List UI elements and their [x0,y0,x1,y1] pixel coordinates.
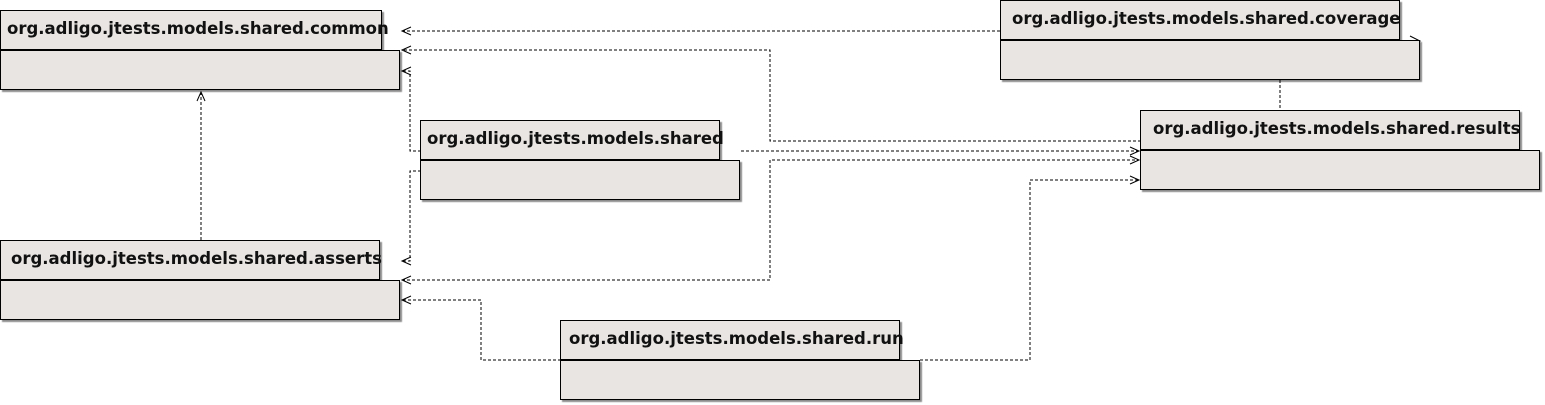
dependency-shared-to-common [402,70,421,152]
arrowhead-icon [400,45,412,55]
arrowhead-icon [400,295,412,305]
dependency-shared-to-asserts [402,170,421,262]
dependency-run-to-asserts [402,299,561,361]
arrowhead-icon [1129,146,1141,156]
dependency-results-to-common [402,49,1141,142]
package-results-body [1140,150,1540,190]
package-results-name: org.adligo.jtests.models.shared.results [1153,118,1521,138]
package-run-body [560,360,920,400]
package-coverage[interactable]: org.adligo.jtests.models.shared.coverage [1000,0,1420,80]
arrowhead-icon [1129,175,1141,185]
arrowhead-icon [400,26,412,36]
package-run-tab: org.adligo.jtests.models.shared.run [560,320,904,360]
package-asserts-body [0,280,400,320]
package-common-name: org.adligo.jtests.models.shared.common [7,18,389,38]
dependency-asserts-to-results [402,159,1139,281]
arrowhead-icon [196,90,206,102]
arrowhead-icon [400,66,412,76]
arrowhead-icon [1129,155,1141,165]
package-shared[interactable]: org.adligo.jtests.models.shared [420,120,740,200]
package-shared-body [420,160,740,200]
package-common[interactable]: org.adligo.jtests.models.shared.common [0,10,400,90]
package-coverage-tab: org.adligo.jtests.models.shared.coverage [1000,0,1400,40]
package-shared-tab: org.adligo.jtests.models.shared [420,120,724,160]
arrowhead-icon [400,275,412,285]
package-asserts-tab: org.adligo.jtests.models.shared.asserts [0,240,382,280]
package-shared-name: org.adligo.jtests.models.shared [427,128,724,148]
package-results-tab: org.adligo.jtests.models.shared.results [1140,110,1520,150]
arrowhead-icon [400,256,412,266]
package-results[interactable]: org.adligo.jtests.models.shared.results [1140,110,1540,190]
dependency-run-to-results [920,179,1139,361]
package-coverage-name: org.adligo.jtests.models.shared.coverage [1012,8,1401,28]
package-common-body [0,50,400,90]
package-common-tab: org.adligo.jtests.models.shared.common [0,10,389,50]
package-asserts-name: org.adligo.jtests.models.shared.asserts [11,248,382,268]
package-run-name: org.adligo.jtests.models.shared.run [569,328,904,348]
package-run[interactable]: org.adligo.jtests.models.shared.run [560,320,920,400]
package-asserts[interactable]: org.adligo.jtests.models.shared.asserts [0,240,400,320]
package-coverage-body [1000,40,1420,80]
